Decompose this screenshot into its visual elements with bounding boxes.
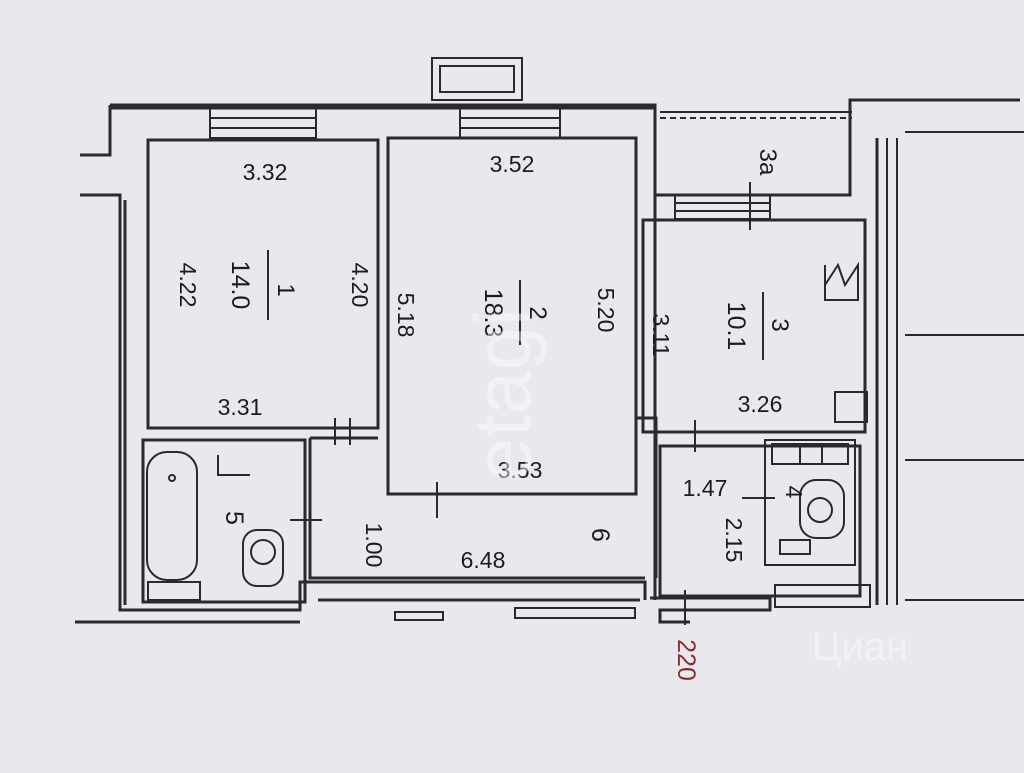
room1-area: 14.0	[226, 261, 254, 310]
room3-left-dim: 3.11	[648, 313, 674, 356]
room-4	[658, 444, 862, 598]
watermark-corner: Циан	[812, 625, 908, 669]
room2-top-dim: 3.52	[490, 151, 535, 177]
toilet-icon-room5	[242, 529, 284, 587]
top-window-bay-inner	[439, 65, 515, 93]
height-marker: 220	[672, 639, 700, 681]
room2-bottom-dim: 3.53	[498, 457, 543, 483]
room1-right-dim: 4.20	[347, 263, 373, 308]
room4-number: 4	[781, 486, 807, 499]
room1-top-dim: 3.32	[243, 159, 288, 185]
room4-height-dim: 2.15	[721, 518, 747, 563]
toilet-icon-room4	[799, 479, 845, 539]
room-4-inner	[764, 439, 856, 566]
kitchen-sink-icon	[834, 391, 868, 423]
sink-icon	[217, 455, 250, 476]
bath-shelf	[147, 581, 201, 601]
room-2	[386, 136, 638, 496]
room1-number: 1	[272, 283, 299, 296]
room2-left-dim: 5.18	[393, 293, 419, 338]
room2-area: 18.3	[479, 289, 507, 338]
room4-width-dim: 1.47	[683, 475, 728, 501]
bathtub-icon	[146, 451, 198, 581]
balcony-3a	[653, 98, 1020, 220]
room2-right-dim: 5.20	[593, 288, 619, 333]
room1-bottom-dim: 3.31	[218, 394, 263, 420]
room3-bottom-dim: 3.26	[738, 391, 783, 417]
room-6	[308, 416, 658, 580]
top-window-bay	[431, 57, 523, 101]
sink-icon-room4	[779, 539, 811, 555]
bathtub-drain-icon	[168, 474, 176, 482]
room6-width-dim: 1.00	[361, 523, 387, 568]
room6-length-dim: 6.48	[461, 547, 506, 573]
right-wall-block	[774, 131, 1024, 608]
window-room1	[209, 107, 317, 139]
room1-left-dim: 4.22	[175, 263, 201, 308]
room-1	[146, 138, 380, 430]
window-room2	[459, 107, 561, 139]
watermark-center: etagi	[458, 308, 547, 481]
stove-icon	[824, 261, 859, 301]
door-ticks	[290, 182, 775, 625]
room5-number: 5	[220, 511, 248, 525]
balcony-label: 3а	[754, 149, 781, 176]
outer-wall-top	[110, 106, 655, 605]
outer-wall	[75, 103, 772, 624]
room3-number: 3	[766, 318, 793, 331]
room3-area: 10.1	[722, 302, 750, 351]
room6-number: 6	[586, 528, 614, 542]
room2-number: 2	[524, 306, 551, 319]
